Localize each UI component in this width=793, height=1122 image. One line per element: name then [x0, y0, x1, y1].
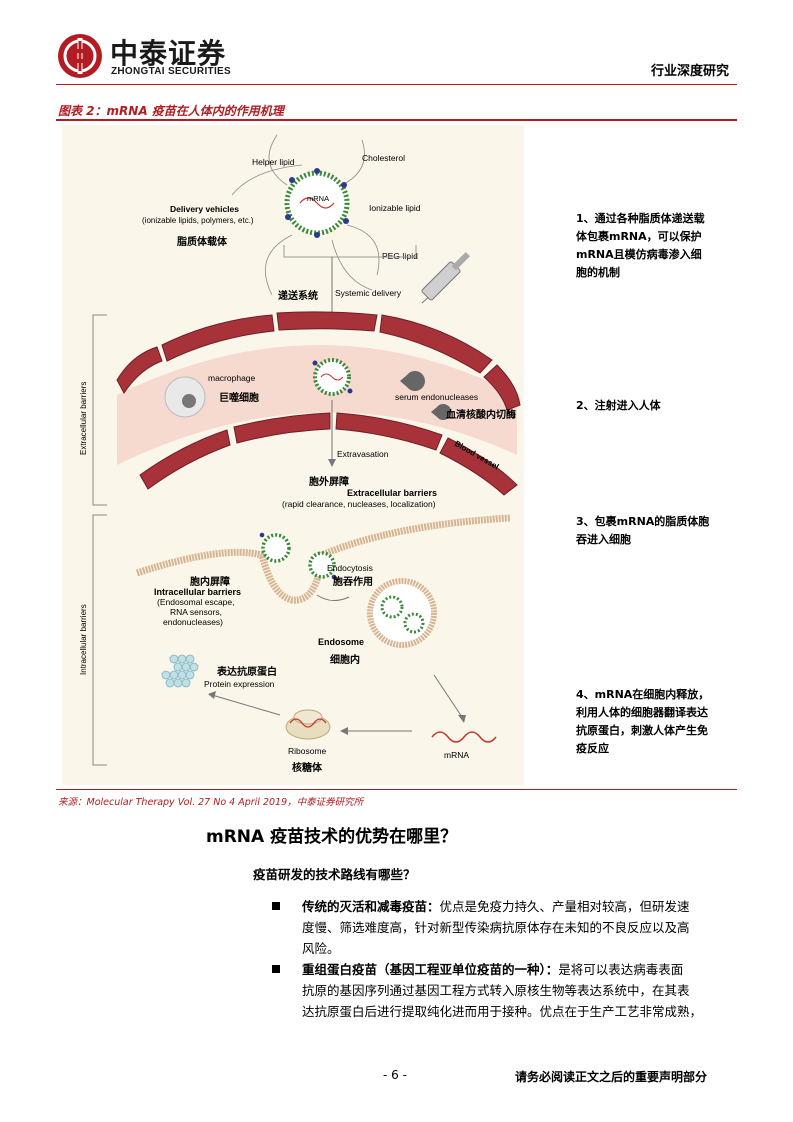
label-extracellular-en: Extracellular barriers: [347, 488, 437, 498]
endosome-icon: [367, 578, 437, 648]
note-4-line: 疫反应: [576, 742, 609, 755]
label-endosome-cn: 细胞内: [330, 653, 360, 666]
label-intracellular-cn: 胞内屏障: [189, 575, 230, 588]
report-type: 行业深度研究: [651, 64, 730, 79]
label-intracellular-sub1: (Endosomal escape,: [157, 597, 235, 607]
note-1-line: 体包裹mRNA，可以保护: [576, 230, 702, 243]
note-1: 1、通过各种脂质体递送载 体包裹mRNA，可以保护 mRNA且模仿病毒渗入细 胞…: [576, 210, 746, 282]
blood-vessel-wall-bottom: [139, 412, 518, 496]
note-1-line: 1、通过各种脂质体递送载: [576, 212, 705, 225]
label-ribosome-cn: 核糖体: [292, 761, 323, 774]
bullet-item: 重组蛋白疫苗（基因工程亚单位疫苗的一种）：是将可以表达病毒表面 抗原的基因序列通…: [272, 959, 742, 1022]
label-intracellular-en: Intracellular barriers: [154, 587, 241, 597]
label-extracellular-sub: (rapid clearance, nucleases, localizatio…: [282, 499, 436, 509]
note-4-line: 4、mRNA在细胞内释放，: [576, 688, 710, 701]
logo-emblem-icon: [58, 34, 102, 78]
bullet-text: 抗原的基因序列通过基因工程方式转入原核生物等表达系统中，在其表: [302, 983, 690, 998]
bullet-text: 风险。: [302, 941, 340, 956]
figure-title-rule: [56, 119, 737, 121]
label-cholesterol: Cholesterol: [362, 153, 405, 163]
label-helper-lipid: Helper lipid: [252, 157, 295, 167]
syringe-icon: [421, 252, 470, 304]
bullet-lead: 传统的灭活和减毒疫苗：: [302, 899, 440, 914]
bullet-text: 优点是免疫力持久、产量相对较高，但研发速: [439, 899, 690, 914]
lnp-particle-top: [231, 134, 380, 296]
note-4-line: 利用人体的细胞器翻译表达: [576, 706, 708, 719]
figure-title: 图表 2：mRNA 疫苗在人体内的作用机理: [58, 104, 284, 118]
label-serum-endonucleases: serum endonucleases: [395, 392, 478, 402]
label-systemic-cn: 递送系统: [278, 289, 318, 302]
label-macrophage: macrophage: [208, 373, 256, 383]
note-2-line: 2、注射进入人体: [576, 399, 661, 412]
bullet-text: 达抗原蛋白后进行提取纯化进而用于接种。优点在于生产工艺非常成熟，: [302, 1004, 703, 1019]
label-endosome: Endosome: [318, 637, 364, 647]
label-extracellular-cn: 胞外屏障: [308, 475, 349, 488]
label-systemic-en: Systemic delivery: [335, 288, 402, 298]
bullet-lead: 重组蛋白疫苗（基因工程亚单位疫苗的一种）：: [302, 962, 559, 977]
label-peg-lipid: PEG-lipid: [382, 251, 418, 261]
label-ribosome: Ribosome: [288, 746, 327, 756]
label-intracellular-sub3: endonucleases): [163, 617, 223, 627]
logo-cn-text: 中泰证券: [110, 37, 227, 70]
page-number: - 6 -: [383, 1068, 407, 1082]
bullet-square-icon: [272, 902, 280, 910]
label-extracellular-side: Extracellular barriers: [79, 382, 88, 455]
lnp-particle-membrane: [259, 532, 337, 580]
label-intracellular-side: Intracellular barriers: [79, 604, 88, 675]
label-serum-endo-cn: 血清核酸内切酶: [446, 408, 516, 421]
note-1-line: 胞的机制: [576, 266, 620, 279]
label-delivery-cn: 脂质体载体: [176, 235, 228, 248]
section-title: mRNA 疫苗技术的优势在哪里？: [206, 827, 458, 847]
figure-bottom-rule: [56, 789, 737, 790]
blood-vessel-wall-top: [116, 311, 521, 411]
label-endocytosis: Endocytosis: [327, 563, 373, 573]
bullet-square-icon: [272, 965, 280, 973]
note-3: 3、包裹mRNA的脂质体胞 吞进入细胞: [576, 513, 746, 549]
label-delivery-sub: (ionizable lipids, polymers, etc.): [142, 216, 254, 225]
endonuclease-icon-2: [431, 404, 452, 420]
label-delivery-vehicles: Delivery vehicles: [170, 204, 239, 214]
ribosome-icon: [285, 709, 331, 740]
note-4-line: 抗原蛋白，刺激人体产生免: [576, 724, 708, 737]
figure-source: 来源：Molecular Therapy Vol. 27 No 4 April …: [58, 797, 364, 808]
bullet-text: 度慢、筛选难度高，针对新型传染病抗原体存在未知的不良反应以及高: [302, 920, 690, 935]
note-4: 4、mRNA在细胞内释放， 利用人体的细胞器翻译表达 抗原蛋白，刺激人体产生免 …: [576, 686, 752, 758]
macrophage-icon: [164, 376, 206, 418]
label-protein-en: Protein expression: [204, 679, 275, 689]
footer-disclaimer: 请务必阅读正文之后的重要声明部分: [515, 1070, 708, 1084]
mrna-mechanism-diagram: Helper lipid Cholesterol mRNA Ionizable …: [62, 125, 524, 785]
label-mrna: mRNA: [444, 750, 469, 760]
mrna-strand-icon: [431, 731, 497, 743]
protein-chain-icon: [161, 654, 199, 688]
cell-membrane: [135, 514, 511, 604]
note-3-line: 3、包裹mRNA的脂质体胞: [576, 515, 710, 528]
note-2: 2、注射进入人体: [576, 397, 746, 415]
label-protein-cn: 表达抗原蛋白: [216, 665, 277, 678]
header-rule: [56, 84, 737, 85]
bullet-text: 是将可以表达病毒表面: [558, 962, 684, 977]
lnp-particle-vessel: [312, 358, 353, 396]
label-ionizable-lipid: Ionizable lipid: [369, 203, 421, 213]
label-extravasation: Extravasation: [337, 449, 389, 459]
company-logo: 中泰证券 ZHONGTAI SECURITIES: [56, 30, 256, 82]
section-subtitle: 疫苗研发的技术路线有哪些？: [253, 867, 416, 882]
logo-en-text: ZHONGTAI SECURITIES: [111, 66, 231, 77]
note-1-line: mRNA且模仿病毒渗入细: [576, 248, 702, 261]
label-macrophage-cn: 巨噬细胞: [219, 391, 259, 404]
label-endocytosis-cn: 胞吞作用: [332, 575, 373, 588]
note-3-line: 吞进入细胞: [576, 533, 631, 546]
label-mrna-lnp: mRNA: [307, 194, 329, 203]
label-intracellular-sub2: RNA sensors,: [170, 607, 222, 617]
bullet-item: 传统的灭活和减毒疫苗：优点是免疫力持久、产量相对较高，但研发速 度慢、筛选难度高…: [272, 896, 742, 959]
endonuclease-icon: [400, 371, 425, 391]
